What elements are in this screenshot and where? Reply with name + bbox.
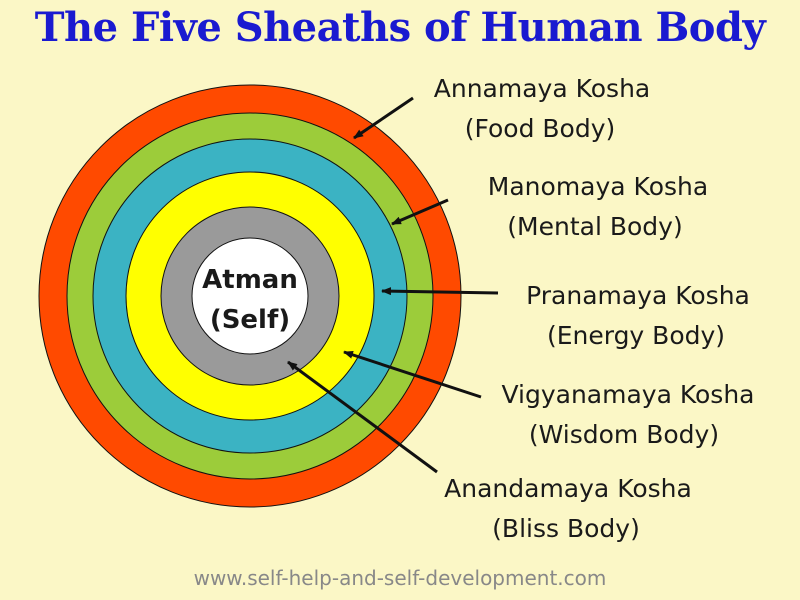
manomaya-sublabel: (Mental Body) xyxy=(507,212,682,241)
pranamaya-sublabel: (Energy Body) xyxy=(547,321,725,350)
annamaya-arrow xyxy=(353,96,414,140)
pranamaya-label: Pranamaya Kosha xyxy=(526,281,750,310)
vigyanamaya-arrow xyxy=(343,350,482,399)
page-title: The Five Sheaths of Human Body xyxy=(34,4,766,51)
anandamaya-arrow xyxy=(287,360,438,474)
center-label-atman: Atman xyxy=(202,265,298,295)
anandamaya-label: Anandamaya Kosha xyxy=(444,474,692,503)
manomaya-label: Manomaya Kosha xyxy=(488,172,708,201)
annamaya-label: Annamaya Kosha xyxy=(434,74,650,103)
pranamaya-arrow xyxy=(381,287,499,296)
footer-website: www.self-help-and-self-development.com xyxy=(193,566,607,590)
manomaya-arrow xyxy=(391,198,449,226)
annamaya-sublabel: (Food Body) xyxy=(465,114,616,143)
atman-core xyxy=(191,237,309,355)
center-label-self: (Self) xyxy=(210,305,290,335)
anandamaya-sublabel: (Bliss Body) xyxy=(492,514,640,543)
vigyanamaya-label: Vigyanamaya Kosha xyxy=(501,380,754,409)
vigyanamaya-sublabel: (Wisdom Body) xyxy=(529,420,719,449)
